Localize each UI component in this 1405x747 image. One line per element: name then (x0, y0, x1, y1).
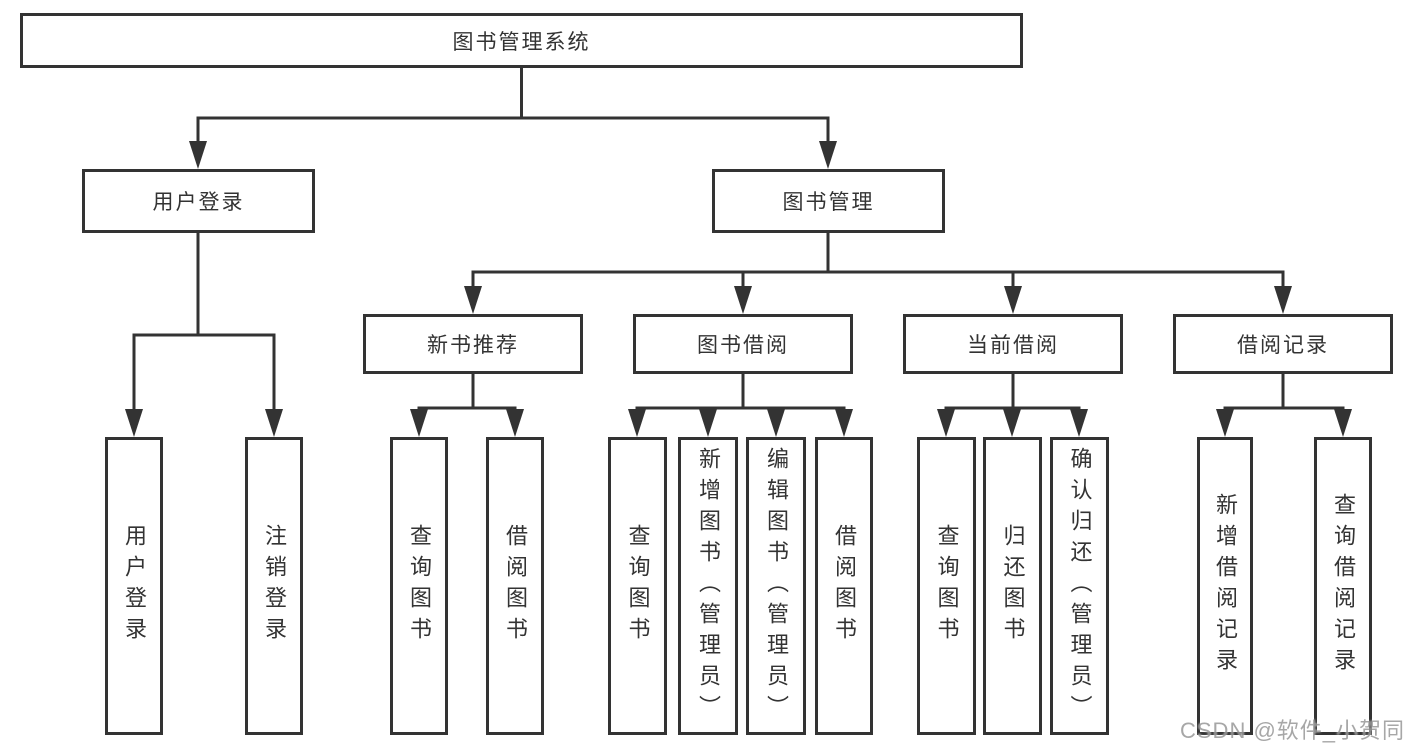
leaf-user-login: 用户登录 (105, 437, 163, 735)
node-borrowing-records: 借阅记录 (1173, 314, 1393, 374)
node-label: 确认归还（管理员） (1067, 446, 1093, 726)
leaf-borrow-books-recommend: 借阅图书 (486, 437, 544, 735)
node-label: 归还图书 (1000, 524, 1026, 648)
node-label: 用户登录 (122, 524, 147, 648)
node-label: 查询图书 (625, 524, 651, 648)
leaf-logout: 注销登录 (245, 437, 303, 735)
node-label: 新增图书（管理员） (696, 446, 721, 726)
node-label: 查询图书 (407, 524, 432, 648)
node-label: 借阅图书 (503, 524, 528, 648)
node-new-book-recommendation: 新书推荐 (363, 314, 583, 374)
node-label: 新增借阅记录 (1213, 493, 1238, 679)
node-label: 用户登录 (152, 191, 245, 214)
node-user-login-module: 用户登录 (82, 169, 315, 233)
node-label: 查询借阅记录 (1331, 493, 1356, 679)
node-label: 查询图书 (934, 524, 960, 648)
node-label: 当前借阅 (967, 334, 1059, 357)
node-label: 借阅记录 (1237, 334, 1329, 357)
leaf-query-books-current: 查询图书 (917, 437, 976, 735)
leaf-return-books: 归还图书 (983, 437, 1042, 735)
node-library-management-system: 图书管理系统 (20, 13, 1023, 68)
leaf-query-books-recommend: 查询图书 (390, 437, 448, 735)
node-label: 编辑图书（管理员） (764, 446, 789, 726)
leaf-query-books-borrowing: 查询图书 (608, 437, 667, 735)
node-label: 借阅图书 (832, 524, 857, 648)
leaf-add-books-admin: 新增图书（管理员） (678, 437, 738, 735)
node-book-management-module: 图书管理 (712, 169, 945, 233)
csdn-watermark: CSDN @软件_小贺同学 (1180, 718, 1405, 743)
node-current-borrowing: 当前借阅 (903, 314, 1123, 374)
node-label: 图书管理 (782, 191, 875, 214)
node-label: 图书管理系统 (452, 30, 591, 54)
leaf-borrow-books: 借阅图书 (815, 437, 873, 735)
leaf-query-borrow-record: 查询借阅记录 (1314, 437, 1372, 735)
leaf-edit-books-admin: 编辑图书（管理员） (746, 437, 806, 735)
leaf-confirm-return-admin: 确认归还（管理员） (1050, 437, 1109, 735)
node-label: 注销登录 (262, 524, 287, 648)
node-label: 图书借阅 (697, 334, 789, 357)
node-book-borrowing: 图书借阅 (633, 314, 853, 374)
node-label: 新书推荐 (427, 334, 519, 357)
leaf-add-borrow-record: 新增借阅记录 (1197, 437, 1253, 735)
